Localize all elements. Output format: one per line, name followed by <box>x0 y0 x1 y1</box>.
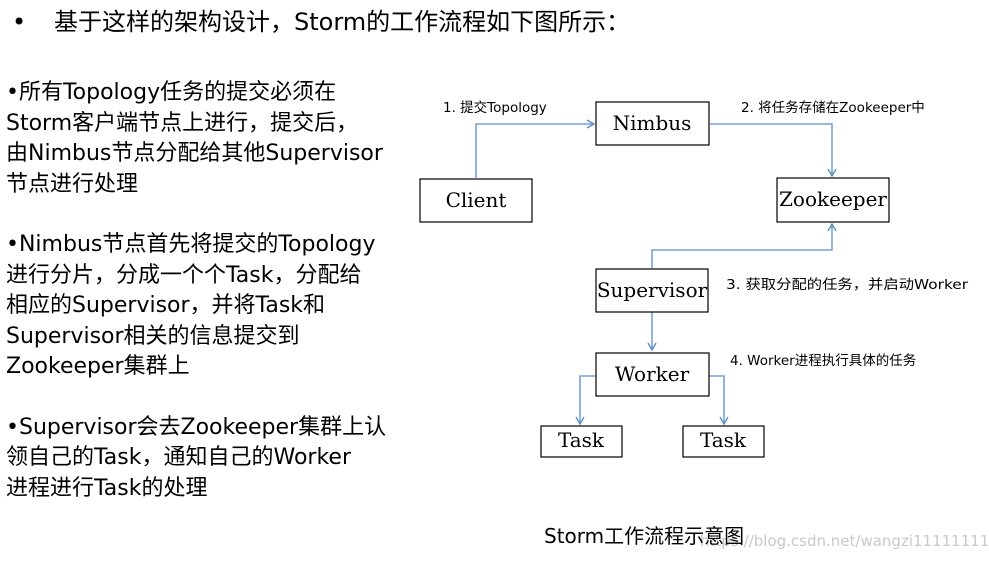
edge-label-step1: 1. 提交Topology <box>443 99 547 116</box>
edge-supervisor-to-zookeeper <box>651 222 837 268</box>
diagram-caption: Storm工作流程示意图 <box>544 524 745 548</box>
node-worker: Worker <box>595 352 710 397</box>
text-line: Zookeeper集群上 <box>6 354 190 379</box>
node-task-2-label: Task <box>700 428 747 452</box>
paragraph-submit: •所有Topology任务的提交必须在 Storm客户端节点上进行，提交后， 由… <box>6 78 426 200</box>
edge-worker-to-task2 <box>709 375 729 426</box>
header-line: • 基于这样的架构设计，Storm的工作流程如下图所示： <box>12 2 630 42</box>
node-nimbus: Nimbus <box>595 101 710 146</box>
node-supervisor: Supervisor <box>595 268 709 313</box>
header-bullet: • <box>12 8 27 36</box>
text-line: •所有Topology任务的提交必须在 <box>6 80 337 105</box>
text-line: •Supervisor会去Zookeeper集群上认 <box>6 414 387 440</box>
text-line: Supervisor相关的信息提交到 <box>6 323 300 349</box>
node-zookeeper: Zookeeper <box>776 177 890 223</box>
text-line: 节点进行处理 <box>6 171 139 197</box>
watermark-url: https://blog.csdn.net/wangzi11111111 <box>700 532 989 550</box>
text-line: 领自己的Task，通知自己的Worker <box>6 445 351 470</box>
text-line: 进行分片，分成一个个Task，分配给 <box>6 262 362 288</box>
text-line: 由Nimbus节点分配给其他Supervisor <box>6 141 383 166</box>
edge-label-step4: 4. Worker进程执行具体的任务 <box>730 353 916 369</box>
node-task-2: Task <box>682 425 765 458</box>
edge-label-step2: 2. 将任务存储在Zookeeper中 <box>741 100 925 116</box>
node-worker-label: Worker <box>615 362 690 386</box>
edge-label-step3: 3. 获取分配的任务，并启动Worker <box>726 277 969 293</box>
paragraph-nimbus: •Nimbus节点首先将提交的Topology 进行分片，分成一个个Task，分… <box>6 230 426 383</box>
edge-nimbus-to-zookeeper <box>710 123 837 178</box>
text-line: •Nimbus节点首先将提交的Topology <box>6 232 376 257</box>
header-text: 基于这样的架构设计，Storm的工作流程如下图所示： <box>54 8 631 36</box>
edge-worker-to-task1 <box>575 375 596 426</box>
text-line: Storm客户端节点上进行，提交后， <box>6 110 359 136</box>
node-task-1-label: Task <box>558 428 605 452</box>
node-supervisor-label: Supervisor <box>597 278 708 302</box>
text-line: 进程进行Task的处理 <box>6 475 208 501</box>
edge-client-to-nimbus <box>475 119 596 178</box>
node-client-label: Client <box>446 188 507 212</box>
paragraph-supervisor: •Supervisor会去Zookeeper集群上认 领自己的Task，通知自己… <box>6 413 426 505</box>
node-task-1: Task <box>540 425 623 458</box>
description-text: •所有Topology任务的提交必须在 Storm客户端节点上进行，提交后， 由… <box>6 78 426 534</box>
node-nimbus-label: Nimbus <box>613 111 692 135</box>
text-line: 相应的Supervisor，并将Task和 <box>6 293 326 318</box>
node-client: Client <box>419 178 533 223</box>
node-zookeeper-label: Zookeeper <box>779 187 887 211</box>
